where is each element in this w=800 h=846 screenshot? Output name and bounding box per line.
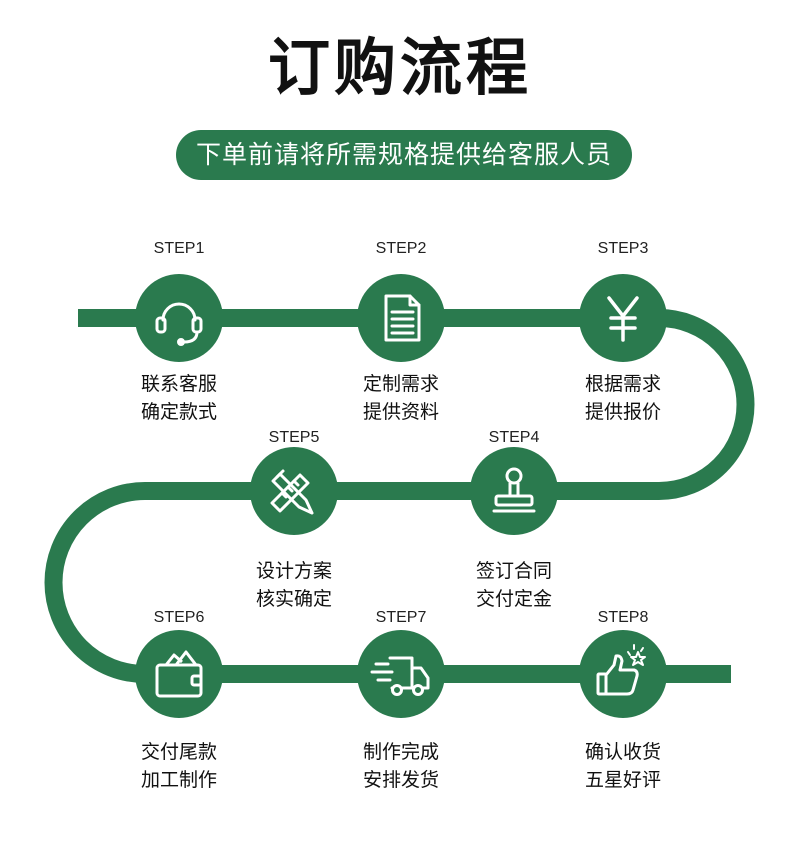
step-8-line-1: 确认收货 bbox=[584, 741, 661, 763]
step-4-line-2: 交付定金 bbox=[475, 588, 552, 610]
step-7-circle bbox=[357, 630, 445, 718]
step-2-line-1: 定制需求 bbox=[362, 373, 439, 395]
step-2-label: STEP2 bbox=[375, 240, 427, 257]
step-1-line-1: 联系客服 bbox=[140, 373, 217, 395]
step-5-circle bbox=[250, 447, 338, 535]
step-4-circle bbox=[470, 447, 558, 535]
step-1-circle bbox=[135, 274, 223, 362]
step-6-line-2: 加工制作 bbox=[140, 769, 217, 791]
step-3-line-1: 根据需求 bbox=[584, 373, 661, 395]
step-6-label: STEP6 bbox=[153, 609, 205, 626]
step-7-line-2: 安排发货 bbox=[362, 769, 439, 791]
thumbs-up-icon bbox=[596, 644, 646, 696]
step-5-line-2: 核实确定 bbox=[255, 588, 332, 610]
step-5-line-1: 设计方案 bbox=[255, 560, 332, 582]
yen-icon bbox=[607, 296, 639, 342]
document-icon bbox=[384, 294, 421, 342]
delivery-truck-icon bbox=[370, 656, 430, 696]
page-title: 订购流程 bbox=[267, 31, 532, 104]
step-7-line-1: 制作完成 bbox=[362, 741, 439, 763]
step-8-description: 确认收货 五星好评 bbox=[538, 738, 708, 794]
step-1-label: STEP1 bbox=[153, 240, 205, 257]
step-3-label: STEP3 bbox=[597, 240, 649, 257]
pencil-ruler-icon bbox=[270, 469, 314, 515]
step-1-description: 联系客服 确定款式 bbox=[94, 370, 264, 426]
step-4-description: 签订合同 交付定金 bbox=[429, 557, 599, 613]
wallet-icon bbox=[155, 650, 203, 698]
step-4-line-1: 签订合同 bbox=[475, 560, 552, 582]
step-8-circle bbox=[579, 630, 667, 718]
step-5-label: STEP5 bbox=[268, 429, 320, 446]
step-3-description: 根据需求 提供报价 bbox=[538, 370, 708, 426]
step-3-circle bbox=[579, 274, 667, 362]
step-2-description: 定制需求 提供资料 bbox=[316, 370, 486, 426]
step-6-line-1: 交付尾款 bbox=[140, 741, 217, 763]
step-6-description: 交付尾款 加工制作 bbox=[94, 738, 264, 794]
step-8-label: STEP8 bbox=[597, 609, 649, 626]
step-2-circle bbox=[357, 274, 445, 362]
stamp-icon bbox=[492, 467, 536, 513]
step-4-label: STEP4 bbox=[488, 429, 540, 446]
step-7-description: 制作完成 安排发货 bbox=[316, 738, 486, 794]
step-6-circle bbox=[135, 630, 223, 718]
step-3-line-2: 提供报价 bbox=[584, 401, 661, 423]
subtitle-banner: 下单前请将所需规格提供给客服人员 bbox=[176, 130, 632, 180]
step-7-label: STEP7 bbox=[375, 609, 427, 626]
step-5-description: 设计方案 核实确定 bbox=[209, 557, 379, 613]
step-1-line-2: 确定款式 bbox=[140, 401, 217, 423]
headset-icon bbox=[155, 302, 203, 346]
step-2-line-2: 提供资料 bbox=[362, 401, 439, 423]
step-8-line-2: 五星好评 bbox=[584, 769, 661, 791]
